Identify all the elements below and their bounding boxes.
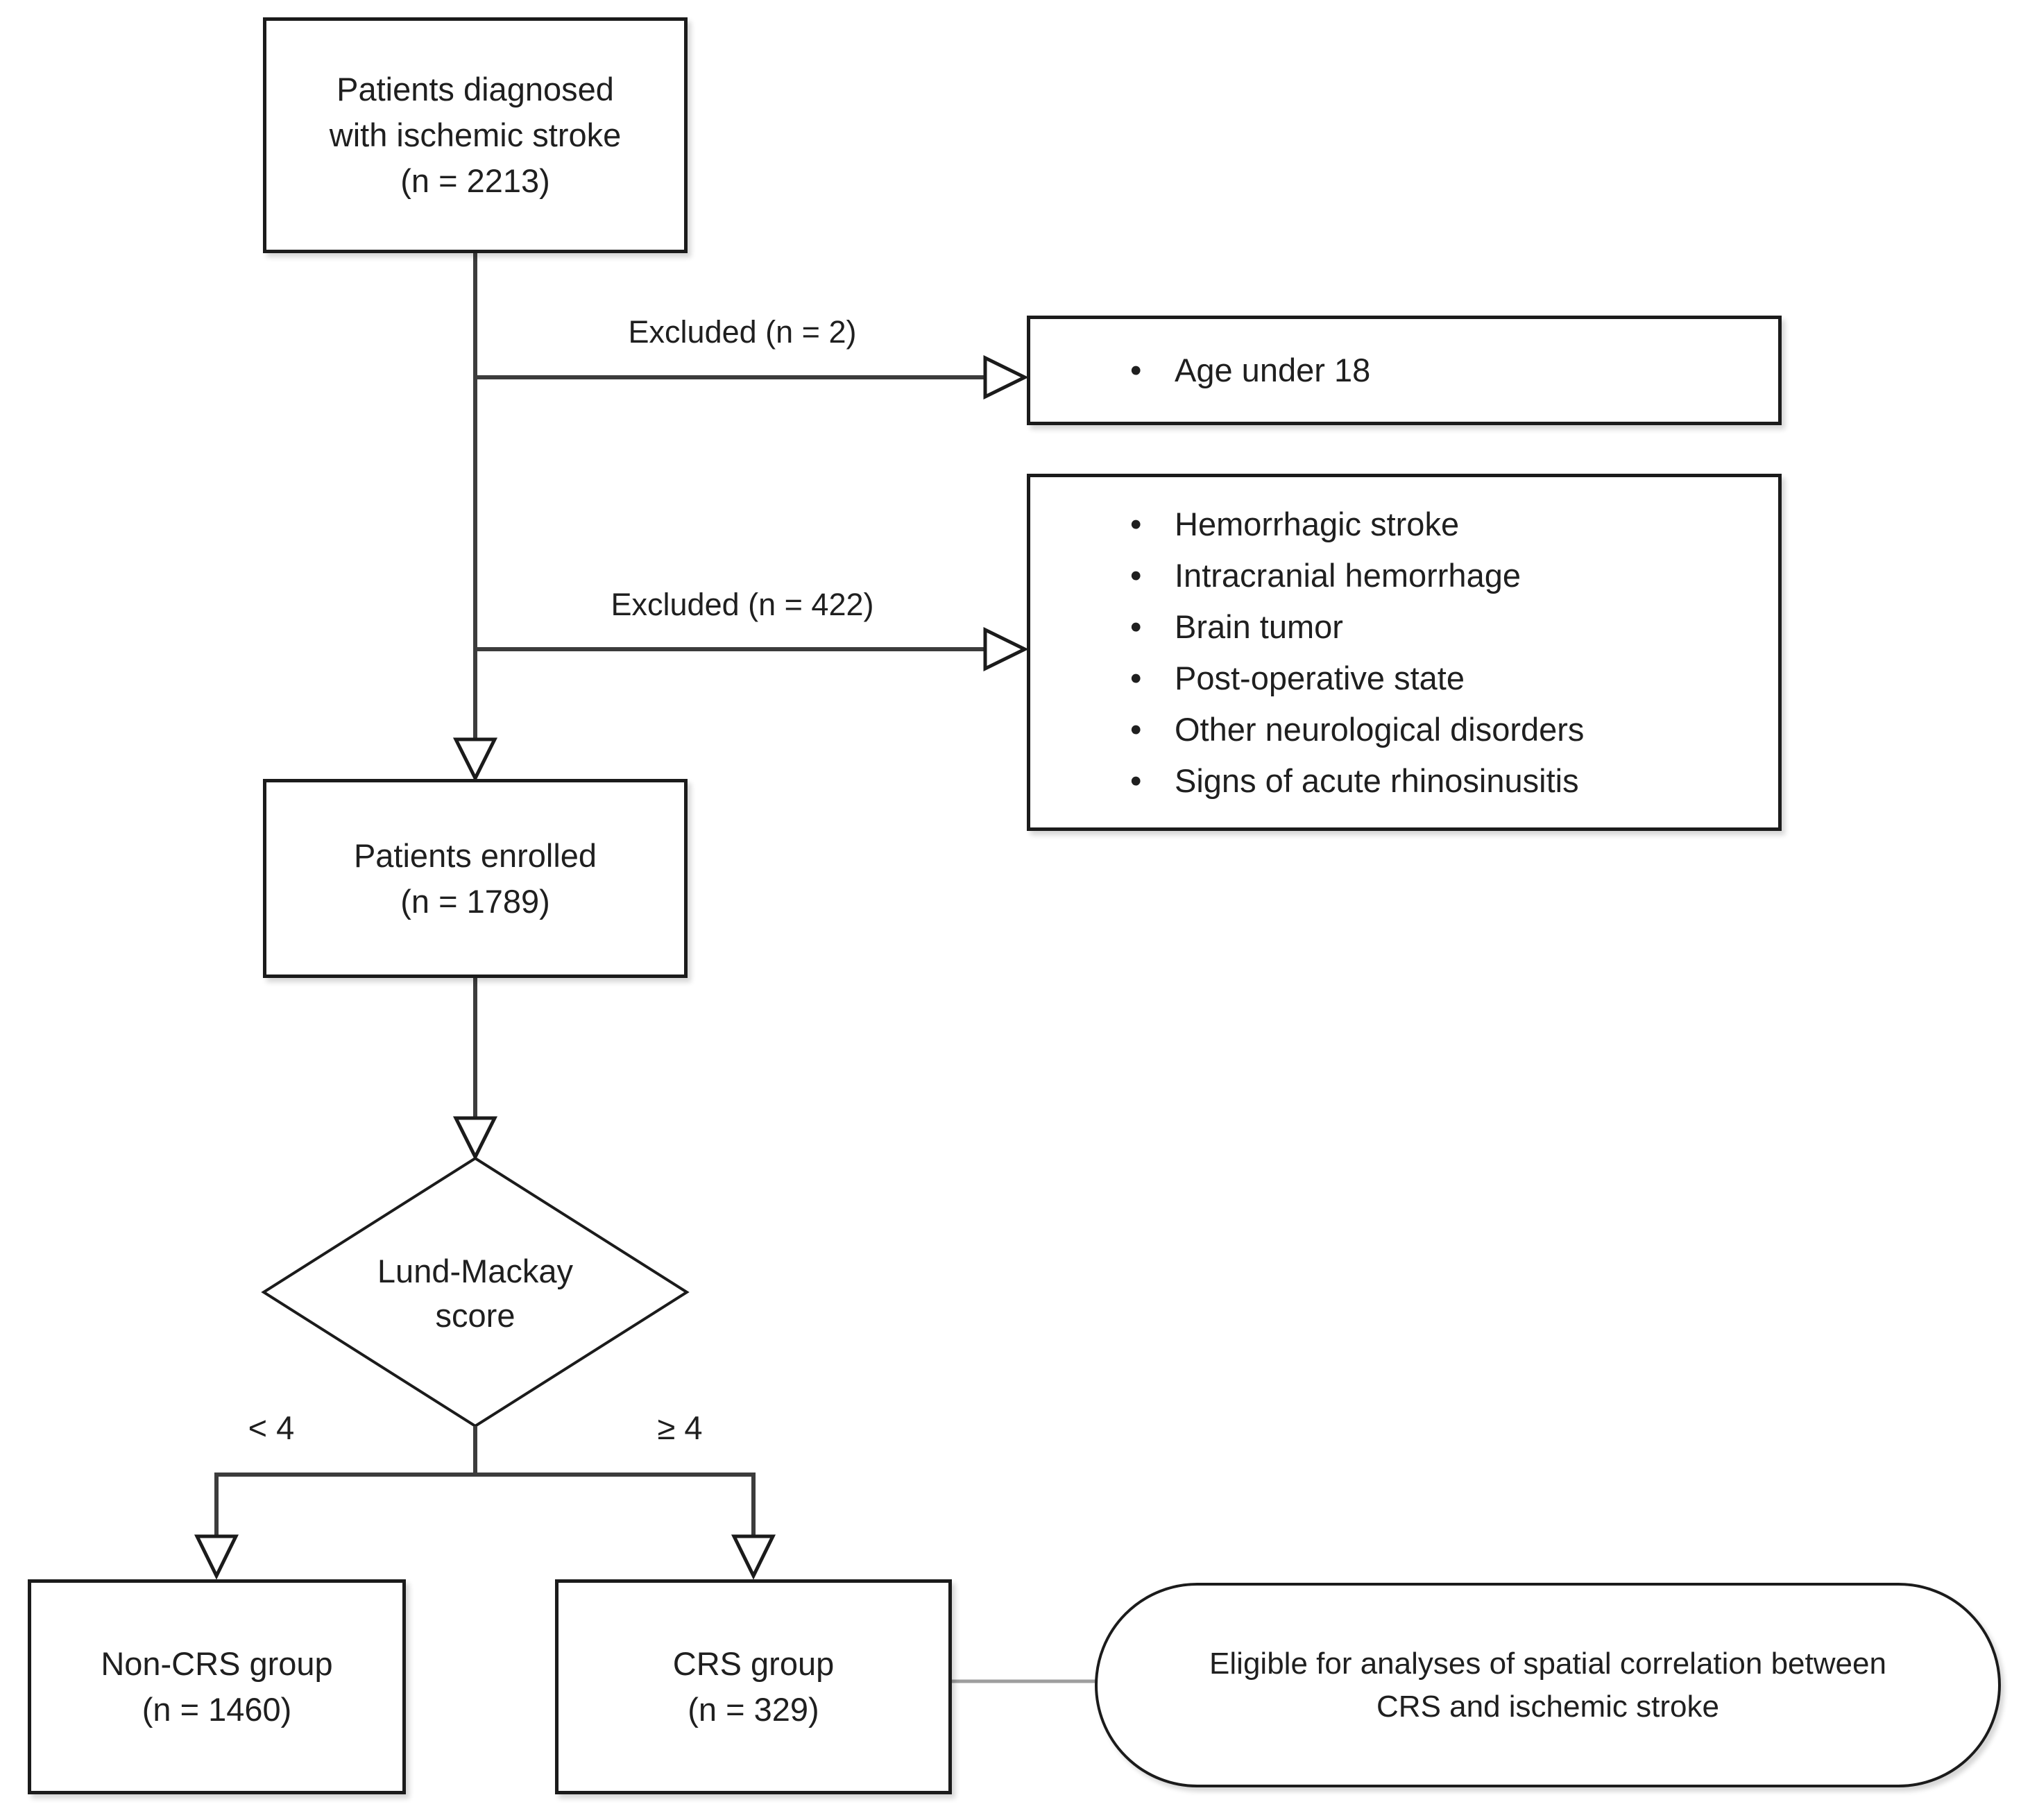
node-patients-diagnosed: Patients diagnosed with ischemic stroke …	[263, 17, 688, 253]
exclusion-list: Age under 18	[1030, 345, 1778, 396]
node-count-label: (n = 329)	[688, 1691, 819, 1728]
edge-label-excluded-422: Excluded (n = 422)	[611, 587, 874, 622]
exclusion-item: Signs of acute rhinosinusitis	[1130, 755, 1764, 807]
exclusion-item: Hemorrhagic stroke	[1130, 499, 1764, 550]
node-text-line: Non-CRS group	[101, 1645, 333, 1682]
node-crs-group: CRS group (n = 329)	[555, 1579, 952, 1794]
branch-label-less-than-4: < 4	[248, 1409, 295, 1446]
node-eligible-terminator: Eligible for analyses of spatial correla…	[1095, 1583, 2001, 1787]
node-text-line: Patients enrolled	[353, 836, 597, 874]
arrowhead-into-crs	[731, 1534, 776, 1580]
node-patients-enrolled: Patients enrolled (n = 1789)	[263, 779, 688, 978]
node-count-label: (n = 2213)	[400, 162, 550, 199]
node-text-line: CRS group	[672, 1645, 835, 1682]
arrowhead-into-exclusion-1	[983, 354, 1029, 400]
node-decision-lund-mackay: Lund-Mackay score	[316, 1229, 635, 1357]
node-text-line: score	[435, 1296, 515, 1334]
branch-label-greater-equal-4: ≥ 4	[657, 1409, 703, 1446]
node-text-line: Lund-Mackay	[377, 1252, 574, 1289]
arrowhead-into-decision	[452, 1116, 498, 1161]
exclusion-list: Hemorrhagic stroke Intracranial hemorrha…	[1030, 499, 1778, 807]
node-count-label: (n = 1789)	[400, 882, 550, 920]
node-text-line: Patients diagnosed	[336, 71, 614, 108]
arrowhead-into-enrolled	[452, 737, 498, 782]
arrowhead-into-exclusion-2	[983, 626, 1029, 672]
node-text-line: with ischemic stroke	[329, 117, 622, 153]
exclusion-item: Intracranial hemorrhage	[1130, 550, 1764, 601]
node-exclusion-criteria: Hemorrhagic stroke Intracranial hemorrha…	[1027, 474, 1782, 831]
node-exclusion-age: Age under 18	[1027, 316, 1782, 425]
exclusion-item: Other neurological disorders	[1130, 704, 1764, 755]
exclusion-item: Post-operative state	[1130, 653, 1764, 704]
exclusion-item: Age under 18	[1130, 345, 1764, 396]
edge-label-excluded-2: Excluded (n = 2)	[628, 314, 857, 350]
arrowhead-into-non-crs	[194, 1534, 239, 1580]
node-text-line: CRS and ischemic stroke	[1376, 1689, 1719, 1724]
exclusion-item: Brain tumor	[1130, 601, 1764, 653]
node-non-crs-group: Non-CRS group (n = 1460)	[28, 1579, 406, 1794]
node-text-line: Eligible for analyses of spatial correla…	[1209, 1646, 1886, 1681]
node-count-label: (n = 1460)	[142, 1691, 292, 1728]
